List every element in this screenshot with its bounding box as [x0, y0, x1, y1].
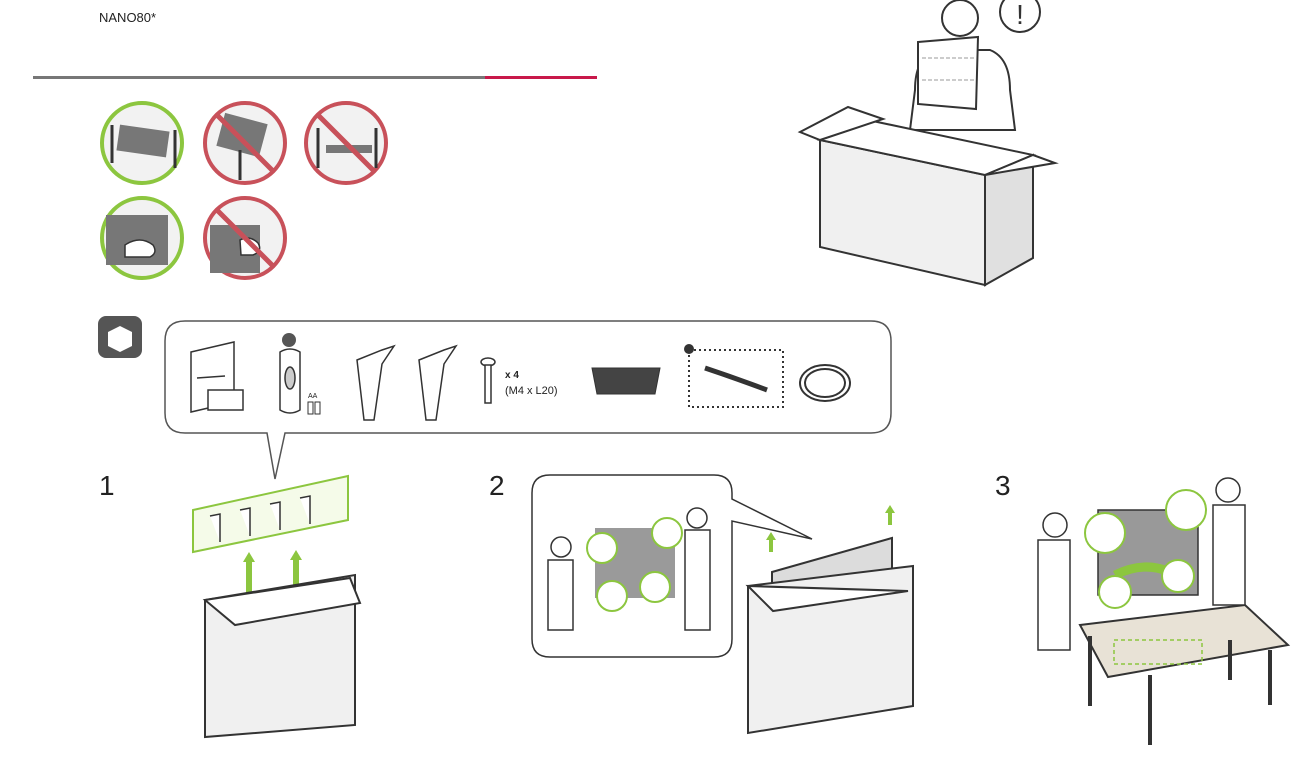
step3-table-icon [1078, 603, 1291, 745]
caution-no-one-person-carry-icon [203, 101, 287, 185]
batteries-icon [307, 401, 321, 415]
step1-open-box-icon [202, 573, 362, 739]
magic-remote-icon [279, 348, 301, 414]
caution-no-press-screen-icon [203, 196, 287, 280]
stand-base-cover-icon [591, 367, 661, 395]
caution-bubble-icon: ! [999, 0, 1041, 33]
bluetooth-icon [282, 333, 296, 347]
owners-manual-icon [190, 341, 244, 413]
person-reading-manual-icon [908, 0, 1017, 131]
screw-icon [480, 357, 496, 404]
battery-label: AA [308, 393, 318, 400]
step-3-number: 3 [995, 470, 1011, 501]
model-name: NANO80* [99, 10, 157, 25]
step-1-number: 1 [99, 470, 115, 501]
step2-detail-bubble [531, 474, 813, 658]
step2-up-arrows-icon [766, 505, 895, 552]
step2-box-with-tv-icon [745, 536, 914, 735]
optional-cable-tie-icon [684, 344, 784, 408]
caution-ok-two-person-carry-icon [100, 101, 184, 185]
step3-tv-panel-icon [1037, 477, 1246, 651]
package-contents-icon [98, 316, 142, 358]
step1-up-arrows-icon [243, 550, 302, 598]
open-box-large-icon [797, 105, 1059, 287]
power-cord-icon [799, 364, 851, 402]
screw-quantity: x 4 [505, 370, 519, 381]
caution-no-flat-carry-icon [304, 101, 388, 185]
screw-spec: (M4 x L20) [505, 385, 558, 397]
caution-ok-hold-frame-icon [100, 196, 184, 280]
header-rule [33, 76, 597, 79]
svg-text:!: ! [1016, 0, 1024, 30]
step1-packing-insert-icon [192, 474, 349, 554]
accessory-box [164, 320, 892, 480]
step-2-number: 2 [489, 470, 505, 501]
stand-right-icon [418, 344, 458, 421]
stand-left-icon [356, 344, 396, 421]
